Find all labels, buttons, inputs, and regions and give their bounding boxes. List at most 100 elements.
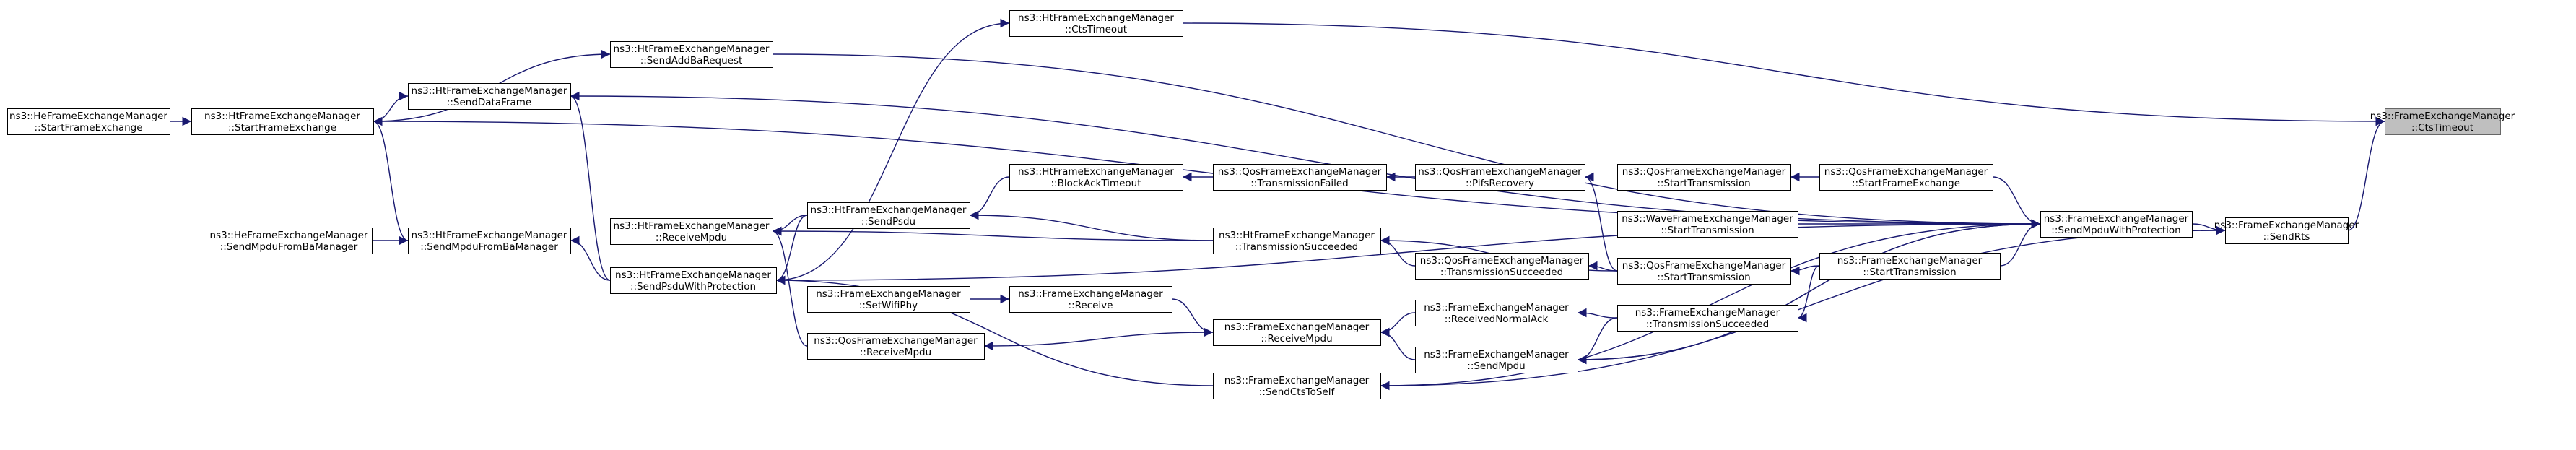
- edge-fem-send-mpdu-to-fem-receive-mpdu: [1380, 327, 1416, 360]
- node-send-rts[interactable]: ns3::FrameExchangeManager::SendRts: [2214, 217, 2359, 244]
- node-method-label: ::ReceiveMpdu: [1261, 333, 1332, 345]
- node-box: [807, 202, 970, 229]
- node-method-label: ::StartTransmission: [1661, 225, 1754, 236]
- edge-fem-tx-succeeded-to-fem-received-normal-ack: [1577, 308, 1618, 319]
- node-method-label: ::StartTransmission: [1657, 178, 1750, 189]
- edge-ht-send-psdu-wp-to-ht-cts-timeout: [775, 18, 1010, 281]
- node-fem-receive-mpdu[interactable]: ns3::FrameExchangeManager::ReceiveMpdu: [1213, 319, 1381, 346]
- node-box: [807, 286, 970, 313]
- edge-ht-blockack-timeout-to-ht-send-psdu: [969, 176, 1010, 220]
- node-box: [408, 83, 571, 110]
- node-method-label: ::ReceiveMpdu: [860, 347, 931, 358]
- node-box: [807, 333, 985, 360]
- node-box: [1009, 286, 1172, 313]
- node-qos-start-tx-a[interactable]: ns3::QosFrameExchangeManager::StartTrans…: [1617, 164, 1791, 191]
- node-qos-tx-failed[interactable]: ns3::QosFrameExchangeManager::Transmissi…: [1213, 164, 1387, 191]
- node-class-label: ns3::FrameExchangeManager: [2370, 111, 2515, 122]
- node-class-label: ns3::FrameExchangeManager: [1018, 288, 1163, 300]
- node-box: [1009, 10, 1183, 37]
- node-class-label: ns3::FrameExchangeManager: [1424, 349, 1569, 360]
- node-class-label: ns3::HtFrameExchangeManager: [1219, 230, 1375, 241]
- node-method-label: ::SendPsduWithProtection: [630, 281, 756, 293]
- node-ht-send-mpdu-ba[interactable]: ns3::HtFrameExchangeManager::SendMpduFro…: [408, 228, 571, 254]
- node-box: [1213, 319, 1381, 346]
- node-box: [1819, 253, 2001, 280]
- node-method-label: ::PifsRecovery: [1466, 178, 1534, 189]
- node-box: [1213, 164, 1387, 191]
- node-class-label: ns3::HtFrameExchangeManager: [412, 230, 567, 241]
- node-ht-start-fe[interactable]: ns3::HtFrameExchangeManager::StartFrameE…: [191, 108, 374, 135]
- node-box: [408, 228, 571, 254]
- node-box: [7, 108, 170, 135]
- node-fem-tx-succeeded[interactable]: ns3::FrameExchangeManager::TransmissionS…: [1617, 305, 1798, 332]
- node-qos-start-tx-b[interactable]: ns3::QosFrameExchangeManager::StartTrans…: [1617, 258, 1791, 285]
- node-box: [2225, 217, 2349, 244]
- node-method-label: ::SendDataFrame: [447, 97, 531, 108]
- node-send-mpdu-wp[interactable]: ns3::FrameExchangeManager::SendMpduWithP…: [2040, 211, 2193, 238]
- node-box: [610, 218, 773, 245]
- node-box: [610, 41, 773, 68]
- edge-ht-send-data-to-send-mpdu-wp: [570, 95, 2041, 229]
- node-method-label: ::TransmissionSucceeded: [1646, 319, 1769, 330]
- node-ht-send-psdu[interactable]: ns3::HtFrameExchangeManager::SendPsdu: [807, 202, 970, 229]
- edge-ht-start-fe-to-ht-send-data: [373, 91, 409, 122]
- node-ht-cts-timeout[interactable]: ns3::HtFrameExchangeManager::CtsTimeout: [1009, 10, 1183, 37]
- node-box: [2040, 211, 2193, 238]
- node-method-label: ::TransmissionSucceeded: [1440, 267, 1563, 278]
- edge-fem-receive-mpdu-to-qos-receive-mpdu: [983, 332, 1214, 351]
- node-method-label: ::SendMpdu: [1467, 360, 1525, 372]
- edge-fem-receive-to-fem-receive-mpdu: [1171, 298, 1214, 337]
- node-class-label: ns3::QosFrameExchangeManager: [1824, 166, 1988, 178]
- node-cts-timeout[interactable]: ns3::FrameExchangeManager::CtsTimeout: [2370, 108, 2515, 135]
- node-box: [1617, 211, 1798, 238]
- node-box: [1415, 164, 1585, 191]
- node-he-send-mpdu-ba[interactable]: ns3::HeFrameExchangeManager::SendMpduFro…: [206, 228, 373, 254]
- node-fem-start-tx[interactable]: ns3::FrameExchangeManager::StartTransmis…: [1819, 253, 2001, 280]
- node-method-label: ::SendCtsToSelf: [1259, 386, 1336, 398]
- node-class-label: ns3::FrameExchangeManager: [1424, 302, 1569, 313]
- node-method-label: ::CtsTimeout: [2411, 122, 2473, 134]
- edge-ht-tx-succeeded-to-ht-send-psdu: [969, 210, 1214, 241]
- edge-ht-send-psdu-wp-to-ht-send-data: [570, 91, 611, 281]
- node-class-label: ns3::HtFrameExchangeManager: [1018, 12, 1174, 24]
- edge-qos-receive-mpdu-to-ht-receive-mpdu: [772, 226, 808, 347]
- node-method-label: ::CtsTimeout: [1065, 24, 1127, 35]
- node-method-label: ::StartTransmission: [1657, 272, 1750, 283]
- node-method-label: ::Receive: [1069, 300, 1113, 311]
- node-box: [1617, 164, 1791, 191]
- node-class-label: ns3::FrameExchangeManager: [1224, 375, 1370, 386]
- node-class-label: ns3::QosFrameExchangeManager: [814, 335, 978, 347]
- edge-fem-start-tx-to-send-mpdu-wp: [1999, 219, 2041, 267]
- node-method-label: ::SendMpduFromBaManager: [420, 241, 558, 253]
- node-fem-set-wifi-phy[interactable]: ns3::FrameExchangeManager::SetWifiPhy: [807, 286, 970, 313]
- node-ht-send-psdu-wp[interactable]: ns3::HtFrameExchangeManager::SendPsduWit…: [610, 267, 777, 294]
- node-ht-blockack-timeout[interactable]: ns3::HtFrameExchangeManager::BlockAckTim…: [1009, 164, 1183, 191]
- node-box: [206, 228, 373, 254]
- node-box: [1415, 300, 1578, 326]
- node-class-label: ns3::HtFrameExchangeManager: [614, 220, 770, 232]
- node-class-label: ns3::FrameExchangeManager: [816, 288, 961, 300]
- node-he-start-fe[interactable]: ns3::HeFrameExchangeManager::StartFrameE…: [7, 108, 170, 135]
- node-class-label: ns3::HeFrameExchangeManager: [210, 230, 368, 241]
- node-class-label: ns3::FrameExchangeManager: [1837, 255, 1983, 267]
- node-class-label: ns3::WaveFrameExchangeManager: [1622, 213, 1793, 225]
- node-fem-receive[interactable]: ns3::FrameExchangeManager::Receive: [1009, 286, 1172, 313]
- node-fem-send-mpdu[interactable]: ns3::FrameExchangeManager::SendMpdu: [1415, 347, 1578, 373]
- node-fem-send-cts-to-self[interactable]: ns3::FrameExchangeManager::SendCtsToSelf: [1213, 373, 1381, 399]
- node-class-label: ns3::HtFrameExchangeManager: [1018, 166, 1174, 178]
- node-qos-pifs[interactable]: ns3::QosFrameExchangeManager::PifsRecove…: [1415, 164, 1585, 191]
- node-ht-send-data[interactable]: ns3::HtFrameExchangeManager::SendDataFra…: [408, 83, 571, 110]
- node-wave-start-tx[interactable]: ns3::WaveFrameExchangeManager::StartTran…: [1617, 211, 1798, 238]
- node-fem-received-normal-ack[interactable]: ns3::FrameExchangeManager::ReceivedNorma…: [1415, 300, 1578, 326]
- edge-ht-send-psdu-wp-to-ht-send-mpdu-ba: [570, 235, 611, 281]
- edge-fem-start-tx-to-qos-start-tx-b: [1790, 265, 1820, 276]
- node-ht-receive-mpdu[interactable]: ns3::HtFrameExchangeManager::ReceiveMpdu: [610, 218, 773, 245]
- node-ht-tx-succeeded[interactable]: ns3::HtFrameExchangeManager::Transmissio…: [1213, 228, 1381, 254]
- edge-qos-start-tx-b-to-qos-pifs: [1584, 172, 1618, 272]
- node-qos-tx-succeeded[interactable]: ns3::QosFrameExchangeManager::Transmissi…: [1415, 253, 1589, 280]
- node-method-label: ::SetWifiPhy: [859, 300, 918, 311]
- edge-ht-send-mpdu-ba-to-ht-start-fe: [373, 116, 409, 241]
- node-qos-start-fe[interactable]: ns3::QosFrameExchangeManager::StartFrame…: [1819, 164, 1993, 191]
- node-ht-send-addba[interactable]: ns3::HtFrameExchangeManager::SendAddBaRe…: [610, 41, 773, 68]
- node-qos-receive-mpdu[interactable]: ns3::QosFrameExchangeManager::ReceiveMpd…: [807, 333, 985, 360]
